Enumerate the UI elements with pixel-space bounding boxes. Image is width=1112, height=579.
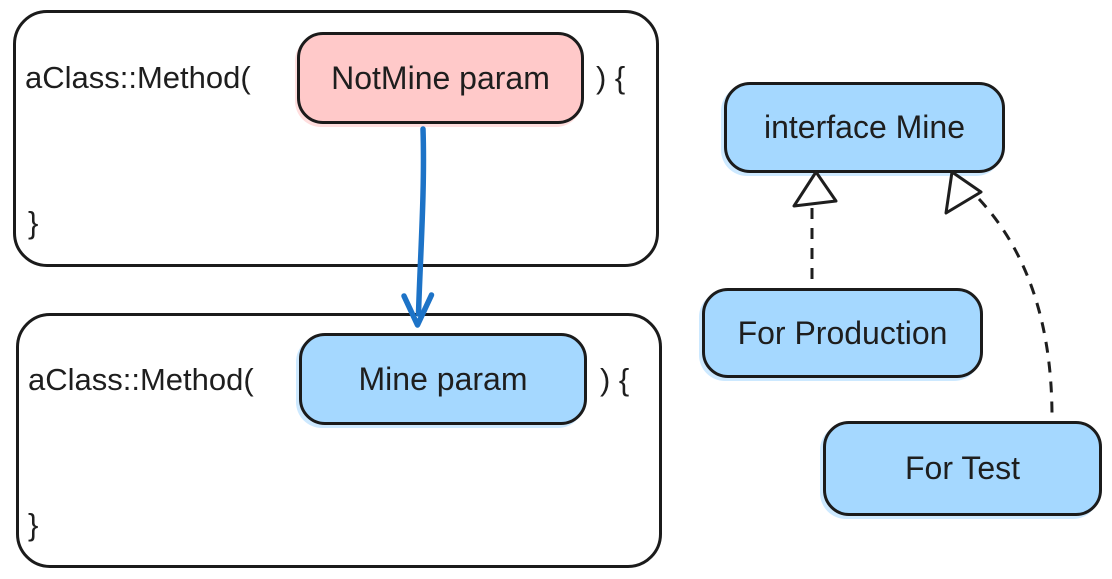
method-signature-prefix-notmine: aClass::Method( — [25, 60, 251, 95]
hollow-triangle-arrowhead-test-icon — [944, 170, 983, 215]
method-signature-suffix-notmine: ) { — [596, 60, 626, 95]
uml-for-test-label: For Test — [905, 450, 1020, 486]
uml-interface-label: interface Mine — [764, 109, 965, 145]
method-signature-suffix-mine: ) { — [600, 362, 630, 397]
close-brace-notmine: } — [28, 205, 39, 240]
param-pill-notmine-label: NotMine param — [331, 59, 550, 96]
close-brace-mine: } — [28, 507, 39, 542]
uml-for-production-label: For Production — [737, 314, 948, 351]
param-pill-notmine: NotMine param — [297, 32, 584, 124]
uml-for-production-box: For Production — [702, 288, 983, 378]
param-pill-mine-label: Mine param — [358, 360, 528, 397]
uml-interface-box: interface Mine — [724, 82, 1005, 173]
realization-test-dashed-line — [977, 197, 1054, 418]
method-signature-prefix-mine: aClass::Method( — [28, 362, 254, 397]
param-pill-mine: Mine param — [299, 333, 587, 425]
realization-production — [792, 170, 838, 287]
hollow-triangle-arrowhead-production-icon — [792, 170, 838, 208]
uml-for-test-box: For Test — [823, 421, 1102, 516]
